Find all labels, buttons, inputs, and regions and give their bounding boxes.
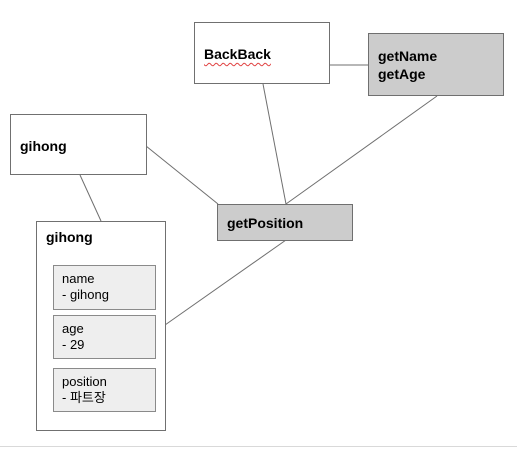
- gihong-node-label: gihong: [20, 138, 67, 154]
- getposition-node[interactable]: getPosition: [217, 204, 353, 241]
- gihong-node[interactable]: gihong: [10, 114, 147, 175]
- field-position-value: - 파트장: [62, 390, 106, 405]
- connector-gihong-object: [79, 174, 102, 222]
- connector-gihong-getposition: [145, 145, 219, 205]
- connector-object-getposition: [164, 239, 287, 326]
- backback-label: BackBack: [204, 46, 271, 62]
- field-age[interactable]: age - 29: [53, 315, 156, 359]
- connector-backback-getposition: [262, 83, 287, 205]
- gihong-object-node[interactable]: gihong name - gihong age - 29 position -…: [36, 221, 166, 431]
- canvas-bottom-divider: [0, 446, 517, 447]
- getname-label: getName: [378, 48, 438, 64]
- gihong-object-title: gihong: [46, 229, 93, 245]
- getname-getage-node[interactable]: getName getAge: [368, 33, 504, 96]
- field-age-key: age: [62, 321, 84, 336]
- field-name[interactable]: name - gihong: [53, 265, 156, 310]
- getage-label: getAge: [378, 66, 426, 82]
- field-position[interactable]: position - 파트장: [53, 368, 156, 412]
- getposition-label: getPosition: [227, 215, 304, 231]
- field-name-key: name: [62, 271, 95, 286]
- field-age-value: - 29: [62, 337, 85, 352]
- backback-node[interactable]: BackBack: [194, 22, 330, 84]
- connector-getname-getposition: [285, 95, 438, 205]
- field-position-key: position: [62, 374, 107, 389]
- field-name-value: - gihong: [62, 287, 109, 302]
